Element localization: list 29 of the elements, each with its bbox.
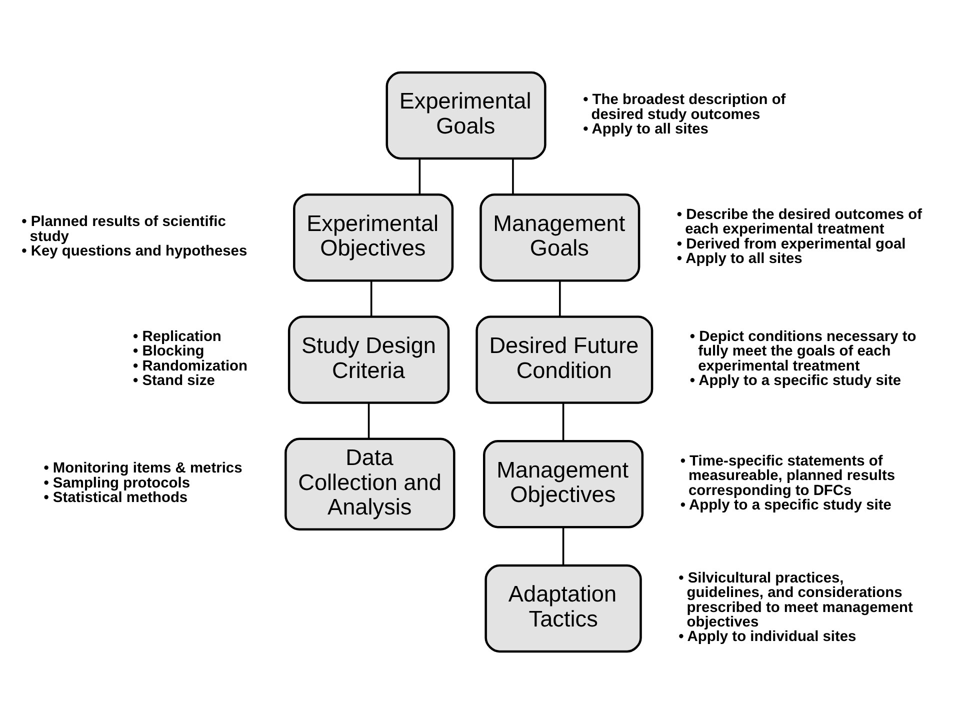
- connector: [418, 158, 421, 195]
- node-box: Data Collection and Analysis: [284, 438, 456, 530]
- node-label: • Monitoring items & metrics: [44, 460, 242, 477]
- node-box: Study Design Criteria: [288, 316, 450, 404]
- node-label: • The broadest description of desired study outcomes: [583, 92, 786, 123]
- node-box: Adaptation Tactics: [484, 564, 642, 653]
- node-box: Management Goals: [480, 194, 640, 282]
- node-box: Experimental Goals: [386, 71, 546, 160]
- node-box: Experimental Objectives: [293, 194, 454, 282]
- node-label: • Depict conditions necessary to fully meet the goals of each experimental treatment: [690, 328, 916, 374]
- node-label: • Stand size: [133, 373, 215, 390]
- connector: [562, 527, 564, 566]
- connector: [370, 280, 372, 317]
- node-label: • Describe the desired outcomes of each experimental treatment: [676, 206, 922, 238]
- node-label: • Statistical methods: [44, 490, 188, 506]
- node-label: • Time-specific statements of measureable, planned results corresponding to DFCs: [680, 453, 896, 499]
- node-label: • Blocking: [133, 344, 204, 360]
- node-label: • Derived from experimental goal: [676, 236, 906, 252]
- node-label: • Apply to a specific study site: [690, 373, 902, 390]
- connector: [559, 280, 561, 317]
- node-label: • Apply to all sites: [676, 250, 802, 267]
- node-label: • Silvicultural practices, guidelines, and considerations prescribed to meet management objectives: [678, 570, 913, 630]
- connector: [368, 402, 370, 438]
- connector: [562, 402, 564, 442]
- node-box: Management Objectives: [483, 440, 644, 528]
- connector: [512, 158, 514, 195]
- node-label: • Replication: [133, 328, 222, 345]
- node-label: • Planned results of scientific study: [22, 214, 226, 245]
- node-box: Desired Future Condition: [476, 316, 654, 404]
